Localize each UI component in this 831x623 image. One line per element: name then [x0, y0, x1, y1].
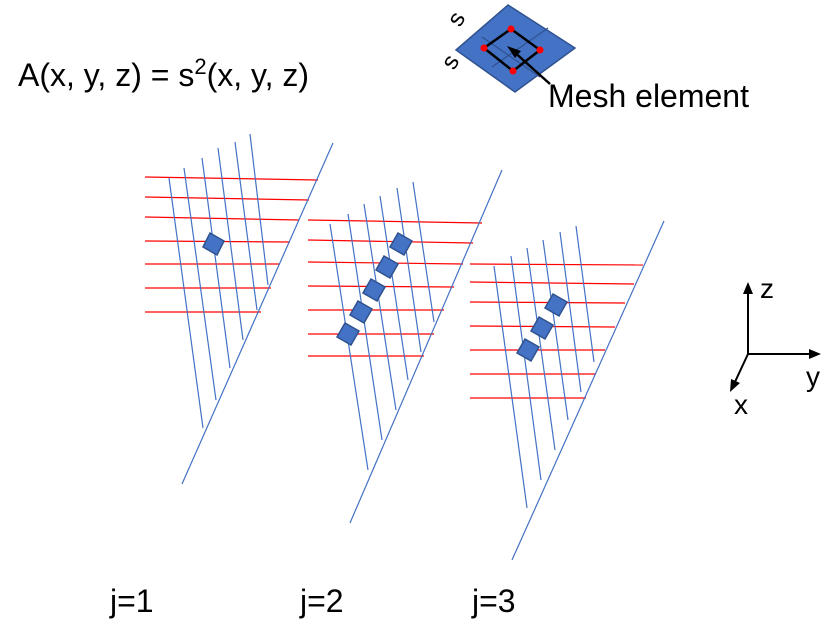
mesh-side-label-top: s: [442, 7, 471, 31]
mesh-node: [536, 46, 544, 54]
grid-line-blue: [575, 225, 595, 363]
highlighted-mesh-element: [361, 277, 387, 303]
highlighted-mesh-element: [348, 299, 374, 325]
grid-line-blue: [201, 157, 231, 369]
highlighted-mesh-element: [202, 231, 225, 257]
grid-line-blue: [183, 167, 217, 401]
mesh-element-inset: s s Mesh element: [436, 4, 749, 114]
y-axis-label: y: [806, 361, 820, 392]
grid-line-red: [144, 216, 300, 221]
highlighted-mesh-element: [335, 321, 361, 347]
slice-j2: [307, 169, 503, 524]
highlighted-mesh-element: [515, 337, 541, 363]
mesh-pointer-arrowhead: [507, 46, 521, 58]
z-axis-arrowhead: [743, 282, 753, 294]
grid-line-red: [469, 263, 644, 266]
grid-line-red: [307, 219, 483, 224]
slice-j3-blue-lines: [493, 220, 665, 561]
grid-line-blue: [329, 223, 369, 471]
mesh-element-diamond: [454, 4, 577, 93]
slice-j2-blue-lines: [329, 169, 503, 524]
grid-line-blue: [217, 147, 244, 341]
grid-line-blue: [347, 213, 383, 441]
grid-line-blue: [234, 141, 258, 311]
grid-line-blue: [511, 220, 665, 561]
formula-rhs: (x, y, z): [207, 57, 310, 93]
grid-line-blue: [396, 187, 422, 353]
mesh-pointer-arrow: [511, 49, 551, 85]
grid-line-blue: [363, 203, 397, 411]
grid-line-blue: [168, 177, 204, 429]
grid-line-red: [469, 281, 635, 285]
slice-j2-elements: [335, 231, 414, 347]
grid-line-red: [144, 196, 310, 201]
grid-line-red: [144, 176, 319, 181]
highlighted-mesh-element: [543, 292, 569, 318]
y-axis-arrowhead: [809, 349, 821, 359]
grid-line-blue: [181, 142, 334, 485]
mesh-node: [507, 25, 515, 33]
highlighted-mesh-element: [388, 231, 414, 257]
grid-line-red: [307, 239, 474, 244]
slice-label-j3: j=3: [471, 583, 516, 619]
grid-line-blue: [542, 239, 569, 421]
area-formula: A(x, y, z) = s2(x, y, z): [18, 54, 309, 93]
formula-lhs: A(x, y, z) = s: [18, 57, 194, 93]
slice-j3: [469, 220, 665, 561]
x-axis: [733, 353, 749, 385]
slice-j1: [144, 133, 334, 485]
mesh-element-label: Mesh element: [548, 78, 749, 114]
highlighted-mesh-element: [374, 254, 400, 280]
slice-j1-red-lines: [144, 176, 319, 313]
slice-j1-blue-lines: [168, 133, 334, 485]
z-axis-label: z: [760, 273, 774, 304]
grid-line-blue: [493, 265, 528, 509]
slice-label-j2: j=2: [299, 583, 344, 619]
x-axis-arrowhead: [730, 379, 740, 392]
grid-line-blue: [559, 231, 582, 393]
slice-j3-elements: [515, 292, 569, 363]
grid-line-blue: [510, 255, 542, 481]
slice-j1-elements: [202, 231, 225, 257]
mesh-node: [509, 67, 517, 75]
grid-line-blue: [379, 195, 409, 381]
slice-label-j1: j=1: [109, 583, 154, 619]
coordinate-axes: [730, 282, 821, 392]
mesh-node: [480, 44, 488, 52]
x-axis-label: x: [734, 389, 748, 420]
grid-line-blue: [349, 169, 503, 524]
grid-line-blue: [249, 133, 269, 286]
grid-line-blue: [412, 181, 435, 323]
highlighted-mesh-element: [529, 315, 555, 341]
grid-line-blue: [526, 247, 556, 451]
formula-superscript: 2: [194, 54, 206, 79]
